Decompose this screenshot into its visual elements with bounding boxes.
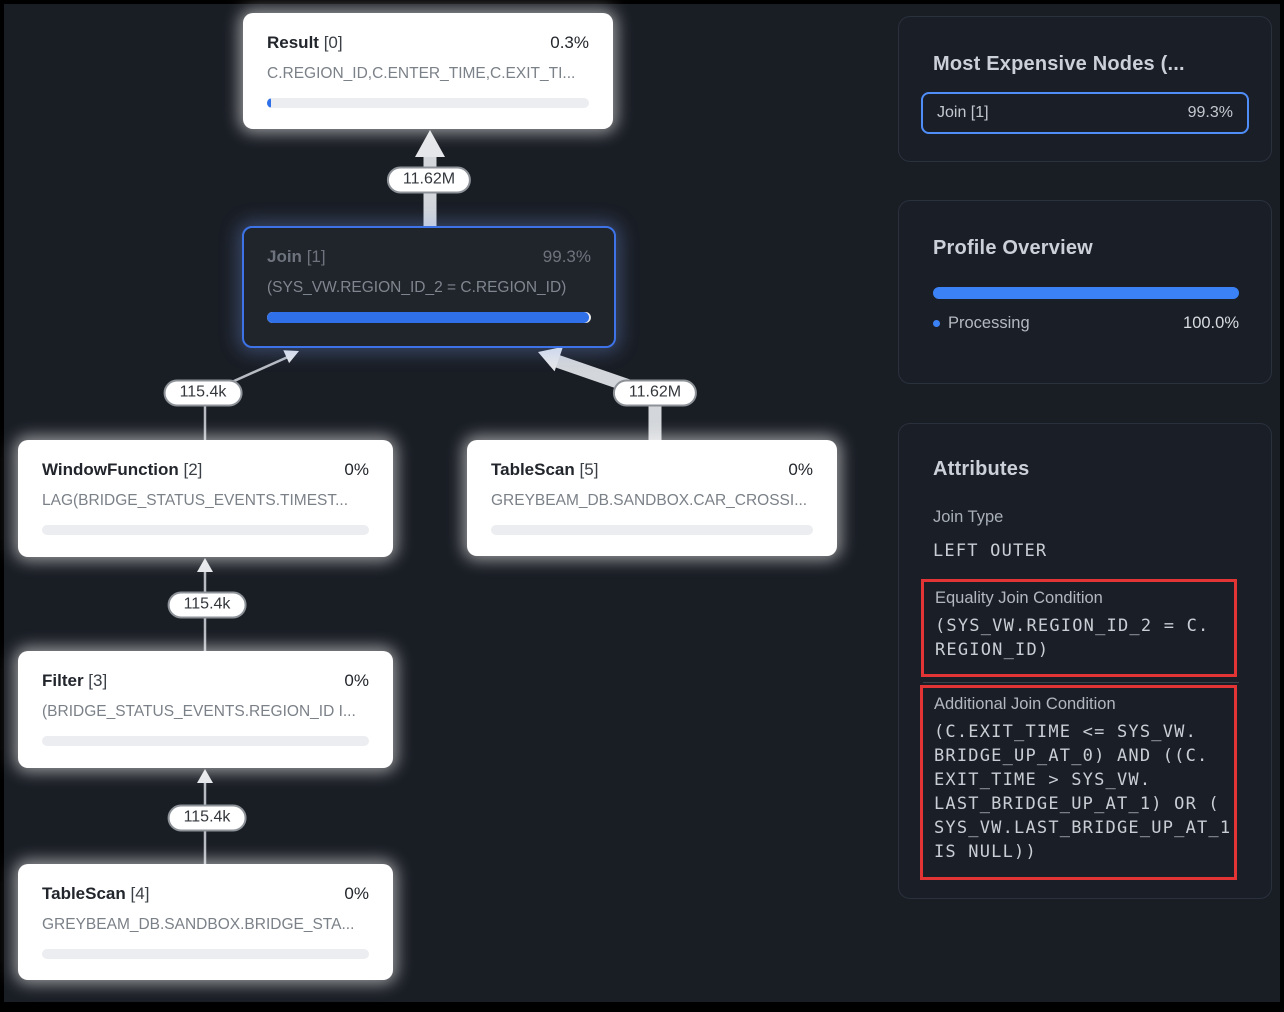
panel-title: Attributes [933, 458, 1030, 480]
node-result-0[interactable]: Result [0] 0.3% C.REGION_ID,C.ENTER_TIME… [243, 13, 613, 129]
node-title: Filter [3] [42, 671, 108, 690]
edge-rowcount-label: 115.4k [163, 379, 243, 407]
node-percent: 0% [344, 884, 369, 903]
node-join-1-selected[interactable]: Join [1] 99.3% (SYS_VW.REGION_ID_2 = C.R… [242, 226, 616, 348]
edge-rowcount-label: 115.4k [167, 591, 247, 619]
node-title: Join [1] [267, 247, 326, 266]
node-subtitle: LAG(BRIDGE_STATUS_EVENTS.TIMEST... [42, 492, 349, 509]
expensive-node-value: 99.3% [1187, 104, 1233, 121]
legend-label: Processing [933, 314, 1030, 333]
node-percent: 99.3% [542, 247, 591, 266]
equality-join-condition-highlight: Equality Join Condition (SYS_VW.REGION_I… [921, 579, 1237, 677]
node-subtitle: (BRIDGE_STATUS_EVENTS.REGION_ID I... [42, 703, 356, 720]
profile-overview-legend-row: Processing 100.0% [933, 314, 1239, 333]
join-type-value: LEFT OUTER [933, 541, 1048, 561]
edge-rowcount-label: 115.4k [167, 804, 247, 832]
equality-join-condition-value: (SYS_VW.REGION_ID_2 = C. REGION_ID) [935, 616, 1210, 660]
node-subtitle: GREYBEAM_DB.SANDBOX.BRIDGE_STA... [42, 916, 355, 933]
node-percent: 0% [788, 460, 813, 479]
join-type-label: Join Type [933, 508, 1004, 526]
node-percent: 0% [344, 460, 369, 479]
blue-dot-icon [933, 320, 940, 328]
node-title: WindowFunction [2] [42, 460, 203, 479]
node-subtitle: C.REGION_ID,C.ENTER_TIME,C.EXIT_TI... [267, 65, 576, 82]
node-title: TableScan [4] [42, 884, 150, 903]
section-divider [923, 682, 1239, 683]
panel-title: Most Expensive Nodes (... [933, 53, 1185, 75]
node-windowfunction-2[interactable]: WindowFunction [2] 0% LAG(BRIDGE_STATUS_… [18, 440, 393, 557]
expensive-node-label: Join [1] [937, 104, 989, 121]
node-title: TableScan [5] [491, 460, 599, 479]
profile-overview-bar [933, 287, 1239, 299]
most-expensive-nodes-panel: Most Expensive Nodes (... Join [1] 99.3% [898, 16, 1272, 162]
edge-rowcount-label: 11.62M [612, 379, 698, 407]
node-subtitle: GREYBEAM_DB.SANDBOX.CAR_CROSSI... [491, 492, 808, 509]
profile-overview-panel: Profile Overview Processing 100.0% [898, 200, 1272, 384]
node-progress-bar [267, 98, 589, 108]
attributes-panel: Attributes Join Type LEFT OUTER Equality… [898, 423, 1272, 899]
panel-title: Profile Overview [933, 237, 1093, 259]
node-progress-bar [42, 525, 369, 535]
node-percent: 0% [344, 671, 369, 690]
node-percent: 0.3% [550, 33, 589, 52]
node-progress-bar [42, 949, 369, 959]
node-progress-bar [267, 312, 591, 323]
expensive-node-row-join-1[interactable]: Join [1] 99.3% [921, 92, 1249, 134]
additional-join-condition-highlight: Additional Join Condition (C.EXIT_TIME <… [920, 685, 1237, 880]
node-title: Result [0] [267, 33, 343, 52]
edge-rowcount-label: 11.62M [386, 166, 472, 194]
legend-value: 100.0% [1183, 314, 1239, 332]
node-subtitle: (SYS_VW.REGION_ID_2 = C.REGION_ID) [267, 279, 567, 296]
node-progress-bar [42, 736, 369, 746]
node-filter-3[interactable]: Filter [3] 0% (BRIDGE_STATUS_EVENTS.REGI… [18, 651, 393, 768]
node-tablescan-5[interactable]: TableScan [5] 0% GREYBEAM_DB.SANDBOX.CAR… [467, 440, 837, 556]
additional-join-condition-label: Additional Join Condition [934, 695, 1116, 713]
additional-join-condition-value: (C.EXIT_TIME <= SYS_VW. BRIDGE_UP_AT_0) … [934, 722, 1232, 862]
node-progress-bar [491, 525, 813, 535]
node-tablescan-4[interactable]: TableScan [4] 0% GREYBEAM_DB.SANDBOX.BRI… [18, 864, 393, 980]
equality-join-condition-label: Equality Join Condition [935, 589, 1103, 607]
